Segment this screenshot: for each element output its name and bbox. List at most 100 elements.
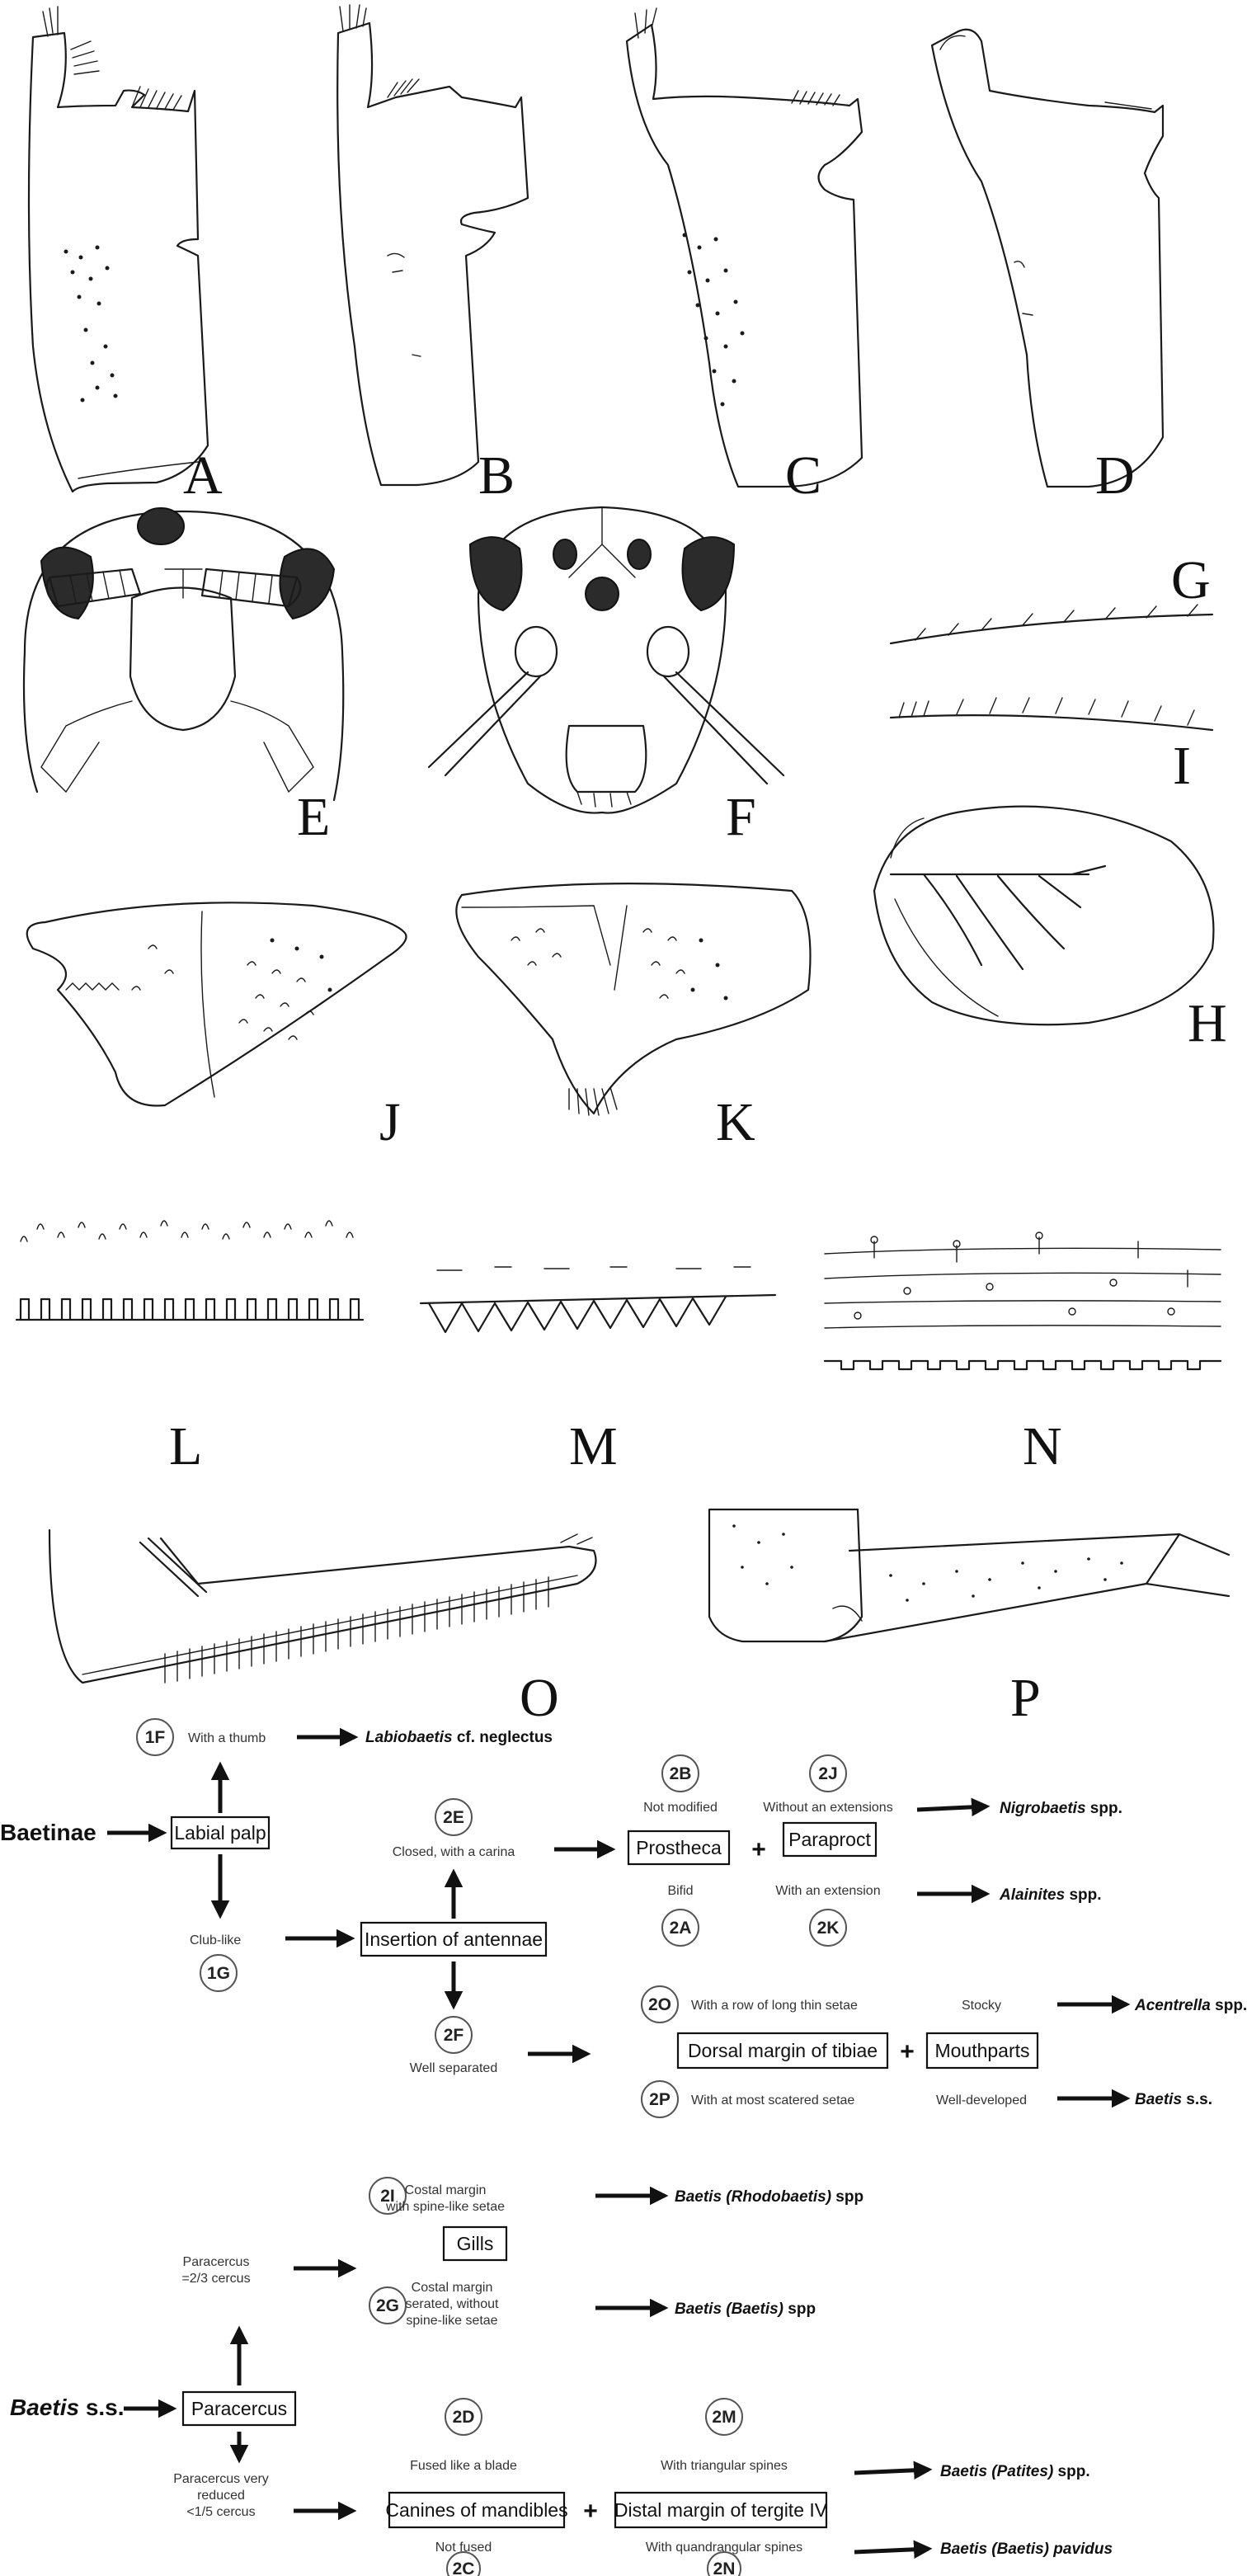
plate-label-p: P xyxy=(1010,1668,1041,1728)
node-2C xyxy=(446,2551,481,2576)
plate-label-e: E xyxy=(297,787,330,847)
node-1F-label: 1F xyxy=(145,1728,166,1747)
taxon-alainites-spp: spp. xyxy=(1065,1886,1101,1904)
taxon-baetis-baetis-name: Baetis (Baetis) xyxy=(675,2301,783,2318)
taxon-rhodobaetis-spp: spp xyxy=(831,2188,863,2206)
box-insertion-antennae xyxy=(360,1921,548,1957)
node-2K-label: 2K xyxy=(817,1919,840,1938)
panel-n-tergite-surface: N xyxy=(823,1231,1222,1476)
taxon-patites-name: Baetis (Patites) xyxy=(940,2463,1053,2480)
costal-ser-line1: Costal margin xyxy=(412,2281,493,2295)
box-canines-mandibles xyxy=(388,2491,566,2529)
para-23-line1: Paracercus xyxy=(183,2255,250,2269)
not-modified-text: Not modified xyxy=(643,1801,718,1815)
box-distal-margin-tergite-text: Distal margin of tergite IV xyxy=(614,2499,828,2521)
box-mouthparts xyxy=(925,2032,1039,2070)
taxon-acentrella-spp: spp. xyxy=(1211,1997,1247,2014)
node-2P xyxy=(641,2080,679,2118)
box-mouthparts-text: Mouthparts xyxy=(934,2040,1029,2061)
node-2I xyxy=(369,2177,407,2215)
club-like-text: Club-like xyxy=(190,1933,241,1947)
node-2G xyxy=(369,2286,407,2324)
taxon-baetis-ss-suffix: s.s. xyxy=(1182,2091,1212,2108)
node-2N-label: 2N xyxy=(713,2560,736,2576)
node-2G-label: 2G xyxy=(376,2296,399,2315)
box-paracercus xyxy=(181,2390,297,2427)
triangular-text: With triangular spines xyxy=(661,2459,788,2473)
panel-f-head: F xyxy=(427,506,785,847)
panel-a-pores xyxy=(64,245,118,403)
panel-p-stipple xyxy=(732,1524,1123,1602)
node-2J-label: 2J xyxy=(818,1764,837,1783)
taxon-patites: Baetis (Patites) spp. xyxy=(940,2463,1090,2480)
panel-d-mandible: D xyxy=(930,28,1165,506)
plate-label-l: L xyxy=(169,1416,202,1476)
panel-b-mandible: B xyxy=(336,4,529,506)
taxon-baetis-baetis: Baetis (Baetis) spp xyxy=(675,2301,816,2318)
para-red-line2: reduced xyxy=(197,2489,245,2503)
panel-k-paraproct: K xyxy=(455,883,812,1152)
plate-label-b: B xyxy=(478,445,515,506)
taxon-labiobaetis-genus: Labiobaetis xyxy=(365,1729,453,1746)
with-thumb-text: With a thumb xyxy=(188,1731,266,1745)
para-red-line3: <1/5 cercus xyxy=(186,2505,255,2519)
box-gills xyxy=(442,2225,508,2262)
plate-label-d: D xyxy=(1095,445,1135,506)
plus-sign-1: + xyxy=(751,1836,766,1863)
para-23-line2: =2/3 cercus xyxy=(181,2272,250,2286)
taxon-baetis-ss: Baetis s.s. xyxy=(1135,2091,1212,2108)
plate-label-f: F xyxy=(726,787,756,847)
costal-ser-line2: serated, without xyxy=(406,2297,500,2311)
box-labial-palp xyxy=(170,1815,271,1850)
taxon-baetis-pavidus: Baetis (Baetis) pavidus xyxy=(940,2541,1113,2558)
f-right-eye xyxy=(681,536,736,612)
node-2E xyxy=(435,1798,473,1836)
taxon-baetis-baetis-spp: spp xyxy=(783,2301,816,2318)
with-ext-text: With an extension xyxy=(775,1884,880,1898)
taxon-acentrella: Acentrella spp. xyxy=(1134,1997,1247,2014)
node-2N xyxy=(707,2551,741,2576)
node-2E-label: 2E xyxy=(443,1808,464,1827)
row-setae-text: With a row of long thin setae xyxy=(691,1999,858,2013)
f-median-ocellus xyxy=(585,577,619,611)
taxon-rhodobaetis-name: Baetis (Rhodobaetis) xyxy=(675,2188,831,2206)
costal-spine-line2: with spine-like setae xyxy=(385,2200,505,2214)
plate-label-j: J xyxy=(379,1092,401,1152)
stocky-text: Stocky xyxy=(962,1999,1001,2013)
panel-g-setae-row: G xyxy=(889,550,1214,645)
node-2A-label: 2A xyxy=(670,1919,692,1938)
panel-j-scales xyxy=(131,938,332,1040)
plus-sign-2: + xyxy=(900,2038,915,2065)
plate-label-g: G xyxy=(1171,550,1211,610)
key1-root: Baetinae xyxy=(0,1820,96,1845)
median-ocellus xyxy=(137,507,185,545)
panel-m-tergite-margin: M xyxy=(419,1266,777,1476)
panel-l-tergite-margin: L xyxy=(15,1220,365,1476)
node-2J xyxy=(809,1754,847,1792)
plate-label-i: I xyxy=(1173,736,1191,796)
box-paracercus-text: Paracercus xyxy=(191,2398,287,2419)
not-fused-text: Not fused xyxy=(435,2541,492,2555)
box-insertion-antennae-text: Insertion of antennae xyxy=(365,1928,543,1950)
plate-label-n: N xyxy=(1023,1416,1062,1476)
box-distal-margin-tergite xyxy=(614,2491,828,2529)
node-1G xyxy=(200,1954,238,1992)
taxon-nigrobaetis-genus: Nigrobaetis xyxy=(1000,1800,1086,1817)
taxon-patites-spp: spp. xyxy=(1053,2463,1089,2480)
box-paraproct xyxy=(782,1821,878,1858)
panel-h-gill: H xyxy=(873,805,1227,1053)
plus-sign-3: + xyxy=(583,2498,598,2525)
plate-label-a: A xyxy=(183,445,223,506)
key2-root-suffix: s.s. xyxy=(79,2395,124,2420)
panel-c-mandible: C xyxy=(625,7,863,506)
node-2K xyxy=(809,1909,847,1947)
node-1F xyxy=(136,1718,174,1756)
plate-label-k: K xyxy=(716,1092,755,1152)
taxon-labiobaetis: Labiobaetis cf. neglectus xyxy=(365,1729,553,1746)
box-canines-mandibles-text: Canines of mandibles xyxy=(385,2499,567,2521)
right-eye xyxy=(279,548,336,620)
key2-root-genus: Baetis xyxy=(10,2395,79,2420)
taxon-acentrella-genus: Acentrella xyxy=(1134,1997,1211,2014)
node-2I-label: 2I xyxy=(380,2187,395,2206)
panel-k-scales xyxy=(511,928,728,1001)
